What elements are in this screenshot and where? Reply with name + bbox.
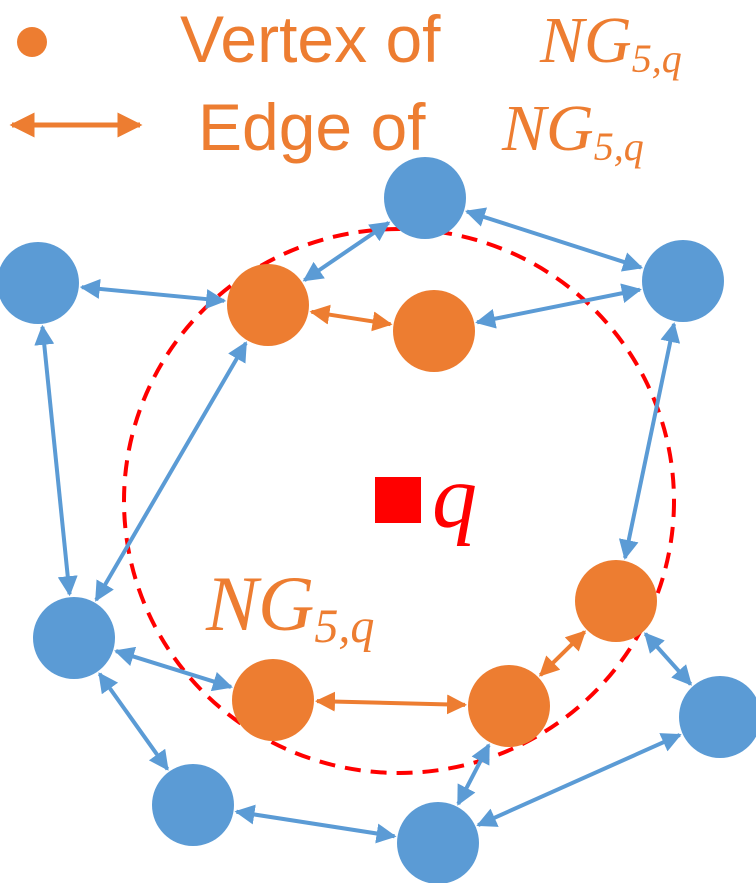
legend-edge-symbol: NG5,q: [501, 92, 644, 169]
legend-vertex-icon: [17, 27, 47, 57]
node-orange-right: [575, 560, 657, 642]
legend-vertex-text: Vertex of: [180, 2, 441, 76]
node-blue-bottom-left: [152, 764, 234, 846]
edge-blue-bottom-center-to-blue-lower-right: [476, 733, 682, 827]
nodes: [0, 157, 756, 883]
edge-orange-bottom-right-to-orange-right: [538, 630, 587, 677]
node-orange-upper-left: [227, 264, 309, 346]
edge-orange-right-to-blue-lower-right: [643, 632, 693, 686]
edge-blue-mid-left-to-orange-bottom-left: [114, 646, 233, 692]
node-blue-lower-right: [679, 676, 756, 758]
edge-orange-upper-left-to-orange-upper-center: [309, 304, 393, 332]
edges: [34, 207, 693, 844]
node-blue-upper-left: [0, 242, 79, 324]
edge-orange-upper-left-to-blue-mid-left: [94, 341, 248, 602]
edge-blue-mid-left-to-blue-bottom-left: [97, 672, 170, 771]
node-orange-bottom-left: [232, 659, 314, 741]
node-blue-top: [384, 157, 466, 239]
node-blue-bottom-center: [397, 802, 479, 883]
node-blue-mid-left: [33, 597, 115, 679]
edge-orange-bottom-left-to-orange-bottom-right: [314, 691, 468, 715]
legend: Vertex of NG5,q Edge of NG5,q: [9, 2, 682, 169]
edge-blue-upper-left-to-blue-mid-left: [34, 324, 78, 597]
node-orange-bottom-right: [468, 665, 550, 747]
query-label: q: [432, 448, 477, 547]
legend-vertex-symbol: NG5,q: [539, 4, 682, 81]
edge-blue-bottom-left-to-blue-bottom-center: [234, 804, 397, 844]
node-orange-upper-center: [393, 290, 475, 372]
edge-blue-upper-left-to-orange-upper-left: [79, 278, 227, 310]
query-point: [375, 477, 421, 523]
edge-blue-upper-right-to-orange-right: [618, 322, 681, 560]
edge-blue-bottom-center-to-orange-bottom-right: [456, 743, 491, 806]
neighborhood-label: NG5,q: [205, 560, 374, 653]
legend-edge-text: Edge of: [198, 90, 426, 164]
edge-blue-top-to-blue-upper-right: [464, 207, 644, 272]
node-blue-upper-right: [642, 240, 724, 322]
edge-blue-top-to-orange-upper-left: [302, 221, 391, 282]
edge-blue-upper-right-to-orange-upper-center: [475, 283, 642, 329]
